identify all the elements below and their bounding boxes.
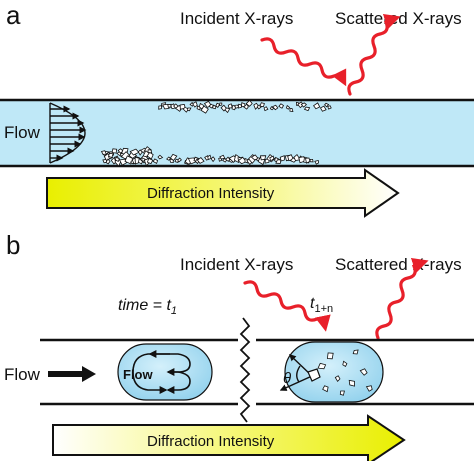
crystal	[170, 103, 176, 110]
crystal	[348, 379, 355, 387]
panel-b-intensity-label: Diffraction Intensity	[147, 433, 275, 450]
panel-b-time-label: time = t1	[118, 297, 177, 317]
crystal	[108, 152, 114, 159]
crystal	[303, 106, 311, 112]
crystal	[313, 102, 321, 110]
crystal	[115, 156, 120, 162]
crystal	[319, 105, 327, 112]
panel-a-flow-profile	[49, 102, 87, 164]
crystal	[152, 158, 159, 164]
crystal	[100, 150, 108, 155]
crystal	[157, 154, 164, 160]
crystal	[212, 104, 217, 110]
panel-b-intensity-arrow	[52, 414, 406, 461]
crystal	[241, 102, 246, 108]
panel-a: a Incident X-rays Scattered X-rays Flow	[0, 0, 474, 218]
crystal	[187, 107, 192, 112]
crystal	[271, 104, 279, 111]
crystal	[278, 103, 285, 109]
panel-a-crystal-deposits	[100, 99, 332, 167]
crystal	[324, 102, 330, 108]
panel-a-intensity-label: Diffraction Intensity	[147, 185, 275, 202]
crystal	[219, 102, 223, 106]
panel-b-letter: b	[6, 230, 20, 260]
panel-a-incident-label: Incident X-rays	[180, 9, 293, 28]
crystal	[256, 104, 262, 110]
panel-b-scattered-label: Scattered X-rays	[335, 255, 462, 274]
panel-a-scattered-label: Scattered X-rays	[335, 9, 462, 28]
crystal	[207, 154, 212, 161]
crystal	[158, 105, 162, 110]
crystal	[297, 101, 305, 109]
crystal	[129, 148, 140, 156]
panel-b-flow-label: Flow	[4, 365, 41, 384]
crystal	[352, 349, 359, 355]
crystal	[215, 102, 221, 109]
crystal	[198, 102, 205, 110]
panel-a-intensity-arrow	[46, 168, 400, 218]
crystal	[285, 104, 291, 110]
crystal	[237, 156, 248, 165]
crystal	[327, 105, 332, 110]
crystal	[274, 156, 280, 163]
crystal	[146, 157, 154, 165]
crystal	[326, 352, 334, 360]
panel-a-flow-label: Flow	[4, 123, 41, 142]
panel-a-incident-wave	[260, 37, 347, 87]
crystal	[167, 103, 172, 108]
panel-a-scattered-wave	[347, 13, 401, 96]
crystal	[279, 155, 285, 162]
panel-b-incident-wave	[243, 280, 331, 332]
crystal	[365, 385, 373, 392]
crystal	[342, 360, 348, 367]
panel-b-bubble-flow-label: Flow	[123, 367, 153, 382]
crystal	[227, 103, 233, 109]
panel-b-flow-arrow	[48, 366, 96, 382]
crystal	[147, 149, 153, 154]
crystal	[317, 362, 327, 370]
crystal	[200, 105, 209, 114]
crystal	[196, 157, 205, 164]
crystal	[289, 107, 294, 112]
crystal	[309, 158, 314, 163]
crystal	[293, 153, 301, 162]
crystal	[259, 102, 265, 108]
crystal	[263, 106, 269, 112]
crystal	[219, 154, 226, 160]
panel-b-incident-label: Incident X-rays	[180, 255, 293, 274]
panel-b-droplet-late: θ	[279, 341, 384, 403]
panel-a-letter: a	[6, 0, 21, 30]
panel-b-scattered-wave	[375, 257, 429, 340]
crystal	[300, 102, 308, 108]
crystal	[269, 155, 275, 162]
panel-b-t1n-label: t1+n	[310, 295, 333, 315]
panel-b: b Incident X-rays Scattered X-rays time …	[4, 230, 474, 461]
crystal	[334, 375, 341, 382]
crystal	[314, 160, 320, 165]
crystal	[146, 151, 154, 160]
crystal	[322, 385, 329, 393]
panel-a-channel	[0, 100, 474, 166]
crystal	[105, 158, 111, 165]
crystal	[169, 153, 178, 161]
crystal	[210, 156, 216, 163]
panel-b-theta-label: θ	[283, 370, 291, 387]
panel-b-time-break	[239, 317, 251, 423]
crystal	[245, 99, 253, 107]
crystal	[339, 390, 345, 396]
crystal	[359, 368, 368, 376]
crystal	[111, 148, 118, 154]
panel-b-crystals	[317, 349, 373, 396]
crystal	[177, 157, 182, 163]
crystal	[269, 106, 275, 111]
crystal	[234, 104, 240, 109]
crystal	[224, 107, 231, 114]
crystal	[192, 101, 198, 108]
crystal	[260, 155, 267, 161]
crystal	[305, 157, 311, 164]
panel-b-droplet-early: Flow	[117, 343, 213, 401]
